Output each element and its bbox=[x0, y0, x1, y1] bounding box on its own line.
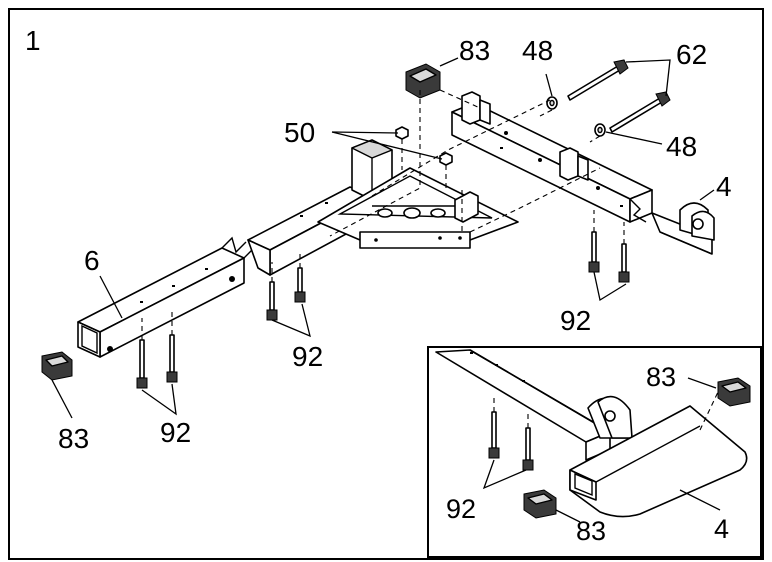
end-cap-83-left bbox=[41, 351, 73, 381]
callout-83-top: 83 bbox=[459, 35, 490, 66]
tube-end-opening bbox=[81, 324, 98, 355]
callout-50: 50 bbox=[284, 117, 315, 148]
callout-83-left: 83 bbox=[58, 423, 89, 454]
callout-4: 4 bbox=[716, 171, 732, 202]
nut-50-a bbox=[395, 126, 409, 140]
callout-48-top: 48 bbox=[522, 35, 553, 66]
callout-6: 6 bbox=[84, 245, 100, 276]
center-upright-bracket bbox=[317, 139, 519, 249]
callout-92-right: 92 bbox=[560, 305, 591, 336]
bolt-62 bbox=[567, 59, 671, 133]
inset-callout-83-bottom: 83 bbox=[576, 516, 606, 546]
bolts-92-right bbox=[588, 231, 630, 283]
inset-callout-83-top: 83 bbox=[646, 362, 676, 392]
gusset-hole bbox=[377, 208, 393, 218]
step-number: 1 bbox=[25, 25, 41, 56]
rear-cross-tube bbox=[451, 91, 715, 255]
callout-92-center: 92 bbox=[292, 341, 323, 372]
callout-62: 62 bbox=[676, 39, 707, 70]
inset-callout-92: 92 bbox=[446, 494, 476, 524]
callout-92-left: 92 bbox=[160, 417, 191, 448]
nut-50-b bbox=[439, 152, 453, 166]
inset-callout-4: 4 bbox=[714, 514, 729, 544]
callout-48-right: 48 bbox=[666, 131, 697, 162]
leader-lines bbox=[51, 57, 715, 419]
alignment-lines bbox=[141, 89, 625, 340]
inset-detail: 83 92 83 4 bbox=[427, 346, 762, 558]
tube-bolt-hole bbox=[107, 346, 113, 352]
bolts-92-center bbox=[266, 267, 306, 321]
bolts-92-left bbox=[136, 334, 178, 389]
frame-tube-part-6 bbox=[77, 186, 373, 358]
